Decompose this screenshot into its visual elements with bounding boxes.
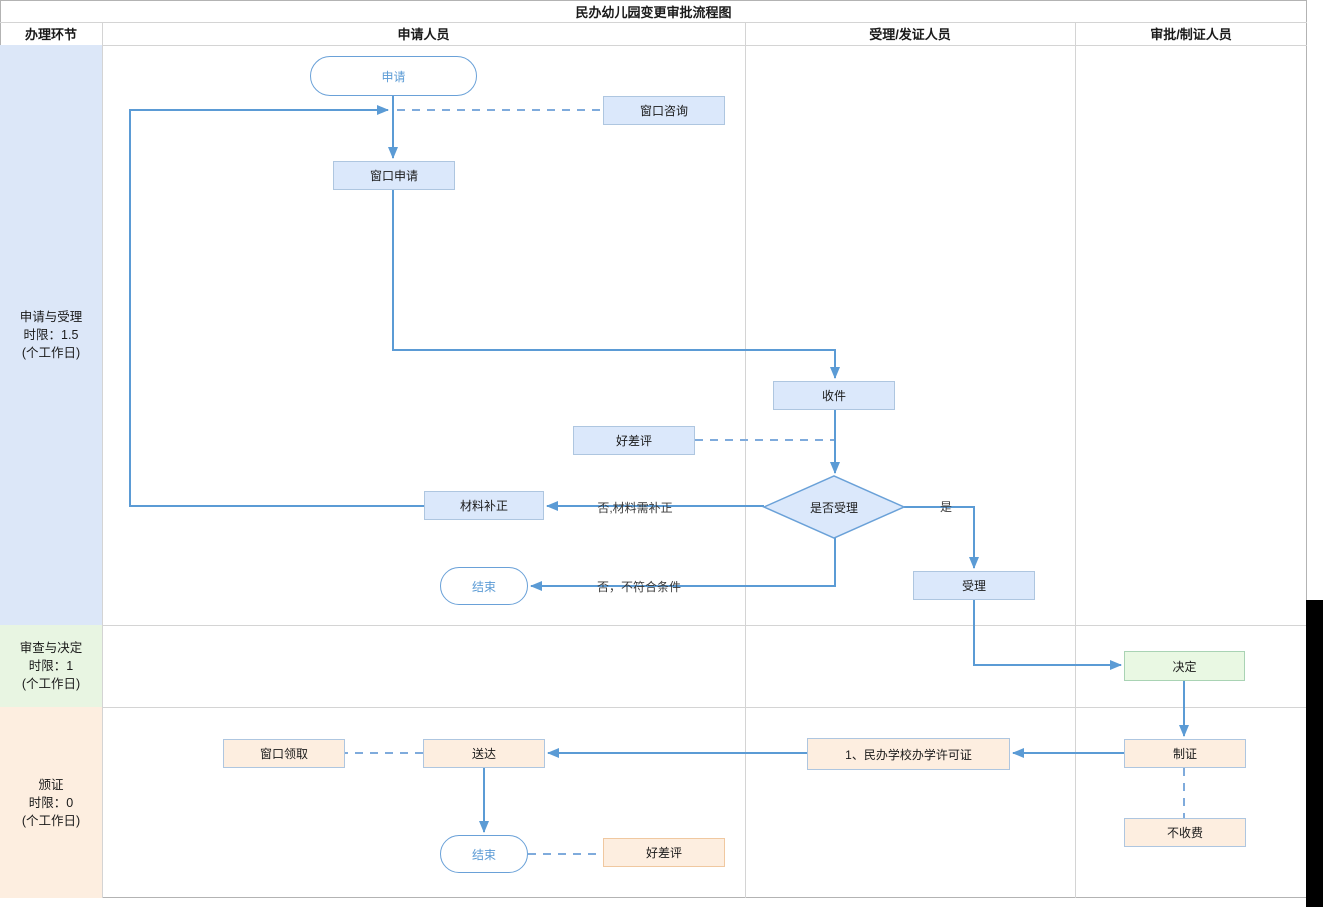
node-start-apply: 申请 bbox=[310, 56, 477, 96]
lane-issue-cert-name: 颁证 bbox=[38, 777, 64, 792]
grid-v-col2 bbox=[745, 22, 746, 898]
lane-review-decide-limit: 时限：1 bbox=[28, 659, 74, 673]
column-header-applicant: 申请人员 bbox=[397, 27, 450, 42]
node-review-rating-2: 好差评 bbox=[603, 838, 725, 867]
lane-issue-cert-unit: (个工作日) bbox=[21, 813, 81, 828]
black-strip bbox=[1306, 600, 1323, 907]
grid-h-title bbox=[0, 22, 1307, 23]
lane-apply-accept-limit: 时限：1.5 bbox=[23, 328, 79, 342]
lane-review-decide-unit: (个工作日) bbox=[21, 677, 81, 691]
column-header-stages: 办理环节 bbox=[24, 27, 77, 42]
lane-apply-accept-unit: (个工作日) bbox=[21, 346, 81, 360]
column-header-acceptance: 受理/发证人员 bbox=[869, 27, 951, 42]
node-license: 1、民办学校办学许可证 bbox=[807, 738, 1010, 770]
lane-issue-cert-limit: 时限：0 bbox=[28, 795, 74, 810]
node-end-2: 结束 bbox=[440, 835, 528, 873]
lane-apply-accept: 申请与受理 时限：1.5 (个工作日) bbox=[0, 45, 102, 625]
column-header-approval: 审批/制证人员 bbox=[1150, 27, 1232, 42]
node-window-pickup: 窗口领取 bbox=[223, 739, 345, 768]
node-deliver: 送达 bbox=[423, 739, 545, 768]
edge-label-no-reject: 否，不符合条件 bbox=[596, 580, 681, 594]
node-decide: 决定 bbox=[1124, 651, 1245, 681]
grid-v-col3 bbox=[1075, 22, 1076, 898]
edge-label-no-correction: 否,材料需补正 bbox=[597, 501, 673, 515]
lane-review-decide: 审查与决定 时限：1 (个工作日) bbox=[0, 625, 102, 707]
node-accept-decision: 是否受理 bbox=[809, 500, 858, 515]
grid-v-col1 bbox=[102, 22, 103, 898]
page-title: 民办幼儿园变更审批流程图 bbox=[575, 4, 732, 20]
lane-review-decide-name: 审查与决定 bbox=[19, 641, 83, 655]
edge-label-yes: 是 bbox=[939, 500, 952, 514]
lane-apply-accept-name: 申请与受理 bbox=[19, 310, 83, 324]
node-end-1: 结束 bbox=[440, 567, 528, 605]
node-receive-docs: 收件 bbox=[773, 381, 895, 410]
node-window-apply: 窗口申请 bbox=[333, 161, 455, 190]
grid-h-header bbox=[0, 45, 1307, 46]
node-make-cert: 制证 bbox=[1124, 739, 1246, 768]
node-material-correction: 材料补正 bbox=[424, 491, 544, 520]
lane-issue-cert: 颁证 时限：0 (个工作日) bbox=[0, 707, 102, 898]
node-window-inquiry: 窗口咨询 bbox=[603, 96, 725, 125]
node-review-rating-1: 好差评 bbox=[573, 426, 695, 455]
grid-h-row2 bbox=[0, 707, 1307, 708]
node-no-fee: 不收费 bbox=[1124, 818, 1246, 847]
grid-h-row1 bbox=[0, 625, 1307, 626]
node-accept: 受理 bbox=[913, 571, 1035, 600]
